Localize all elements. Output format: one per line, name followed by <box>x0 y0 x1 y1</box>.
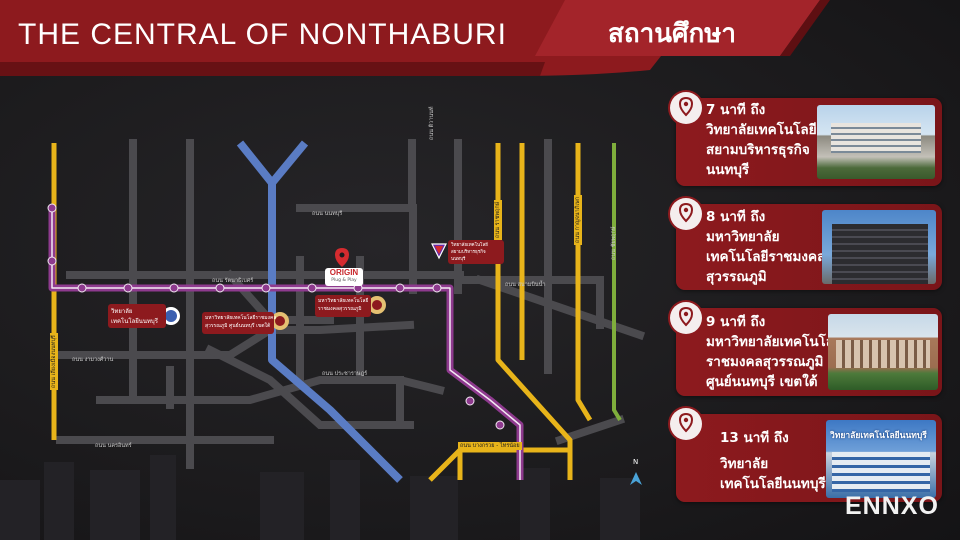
road-label: ถนน นครอินทร์ <box>95 443 132 449</box>
campus-label-b-line1: มหาวิทยาลัยเทคโนโลยีราชมงคล <box>205 315 277 321</box>
compass-icon <box>630 472 642 485</box>
road-label: ถนน สนามบินน้ำ <box>505 282 546 288</box>
header-ribbon <box>0 0 830 76</box>
road-label: ถนน งามวงศ์วาน <box>72 357 114 363</box>
campus-label-c-line1: มหาวิทยาลัยเทคโนโลยี <box>318 298 369 304</box>
location-car-icon <box>670 198 702 230</box>
road-label: ถนน บางกรวย - ไทรน้อย <box>458 442 522 450</box>
destination-card: 7 นาที ถึง วิทยาลัยเทคโนโลยี สยามบริหารธ… <box>670 92 942 186</box>
page-title: THE CENTRAL OF NONTHABURI <box>18 18 507 51</box>
destination-time: 9 นาที ถึง <box>706 314 766 330</box>
mall-logo-tagline: Plug & Play <box>331 278 357 283</box>
campus-label-d-line1: วิทยาลัยเทคโนโลยี <box>451 243 488 248</box>
location-car-icon <box>670 302 702 334</box>
campus-label-c: มหาวิทยาลัยเทคโนโลยี ราชมงคลสุวรรณภูมิ <box>315 295 371 317</box>
destination-name-line: นนทบุรี <box>706 162 750 178</box>
campus-photo <box>817 105 935 179</box>
destination-name-line: มหาวิทยาลัยเทคโนโลยี <box>706 334 842 350</box>
campus-label-a: วิทยาลัย เทคโนโลยีนนทบุรี <box>108 304 166 328</box>
destination-time: 7 นาที ถึง <box>706 102 766 118</box>
campus-label-c-line2: ราชมงคลสุวรรณภูมิ <box>318 306 362 312</box>
location-car-icon <box>670 92 702 124</box>
destination-time: 8 นาที ถึง <box>706 209 766 225</box>
destination-name-line: สุวรรณภูมิ <box>706 269 767 285</box>
campus-label-b-line2: สุวรรณภูมิ ศูนย์นนทบุรี เขตใต้ <box>205 323 271 329</box>
destination-name-line: ศูนย์นนทบุรี เขตใต้ <box>706 374 818 390</box>
mall-logo-name: ORIGIN <box>329 268 359 277</box>
area-map: ORIGIN Plug & Play วิทยาลัย เทคโนโลยีนนท… <box>0 80 660 540</box>
road-label: ถนน ติวานนท์ <box>429 106 435 141</box>
destination-name-line: มหาวิทยาลัย <box>706 229 780 245</box>
campus-photo-sign: วิทยาลัยเทคโนโลยีนนทบุรี <box>830 431 927 441</box>
road-label: ถนน ราชพฤกษ์ <box>494 199 502 240</box>
road-label: ถนน รัตนาธิเบศร์ <box>212 278 254 284</box>
destination-time: 13 นาที ถึง <box>720 430 789 446</box>
destination-card: 8 นาที ถึง มหาวิทยาลัย เทคโนโลยีราชมงคล … <box>670 198 942 290</box>
road-label: ถนน ชัยพฤกษ์ <box>611 226 617 260</box>
campus-photo <box>828 314 938 390</box>
campus-photo <box>822 210 936 284</box>
road-label: ถนน ประชาราษฎร์ <box>322 371 368 377</box>
campus-photo: วิทยาลัยเทคโนโลยีนนทบุรี <box>826 420 936 498</box>
campus-label-b: มหาวิทยาลัยเทคโนโลยีราชมงคล สุวรรณภูมิ ศ… <box>202 312 277 334</box>
destination-name-line: เทคโนโลยีนนทบุรี <box>720 476 826 492</box>
campus-label-d-line2: สยามบริหารธุรกิจ <box>451 250 486 255</box>
location-car-icon <box>670 408 702 440</box>
map-pin-icon <box>335 248 349 267</box>
road-label: ถนน นนทบุรี <box>312 211 343 217</box>
campus-label-d-line3: นนทบุรี <box>451 257 466 262</box>
watermark-logo: ENNXO <box>845 492 939 520</box>
destination-name-line: ราชมงคลสุวรรณภูมิ <box>706 354 824 370</box>
destination-name-line: วิทยาลัยเทคโนโลยี <box>706 122 817 138</box>
destination-card: 13 นาที ถึง วิทยาลัย เทคโนโลยีนนทบุรี วิ… <box>670 408 942 502</box>
campus-label-a-line1: วิทยาลัย <box>111 308 133 315</box>
campus-label-a-line2: เทคโนโลยีนนทบุรี <box>111 318 158 325</box>
destination-name-line: เทคโนโลยีราชมงคล <box>706 249 826 265</box>
mall-logo: ORIGIN Plug & Play <box>325 268 363 286</box>
campus-label-d: วิทยาลัยเทคโนโลยี สยามบริหารธุรกิจ นนทบุ… <box>448 240 504 264</box>
destination-name-line: สยามบริหารธุรกิจ <box>706 142 810 158</box>
section-subtitle: สถานศึกษา <box>608 19 736 49</box>
road-label: ถนน กาญจนาภิเษก <box>574 194 582 245</box>
compass-label: N <box>633 458 639 466</box>
destination-name-line: วิทยาลัย <box>720 456 769 472</box>
road-label: ถนน เลี่ยงเมืองนนทบุรี <box>50 333 58 390</box>
destination-card: 9 นาที ถึง มหาวิทยาลัยเทคโนโลยี ราชมงคลส… <box>670 302 942 396</box>
